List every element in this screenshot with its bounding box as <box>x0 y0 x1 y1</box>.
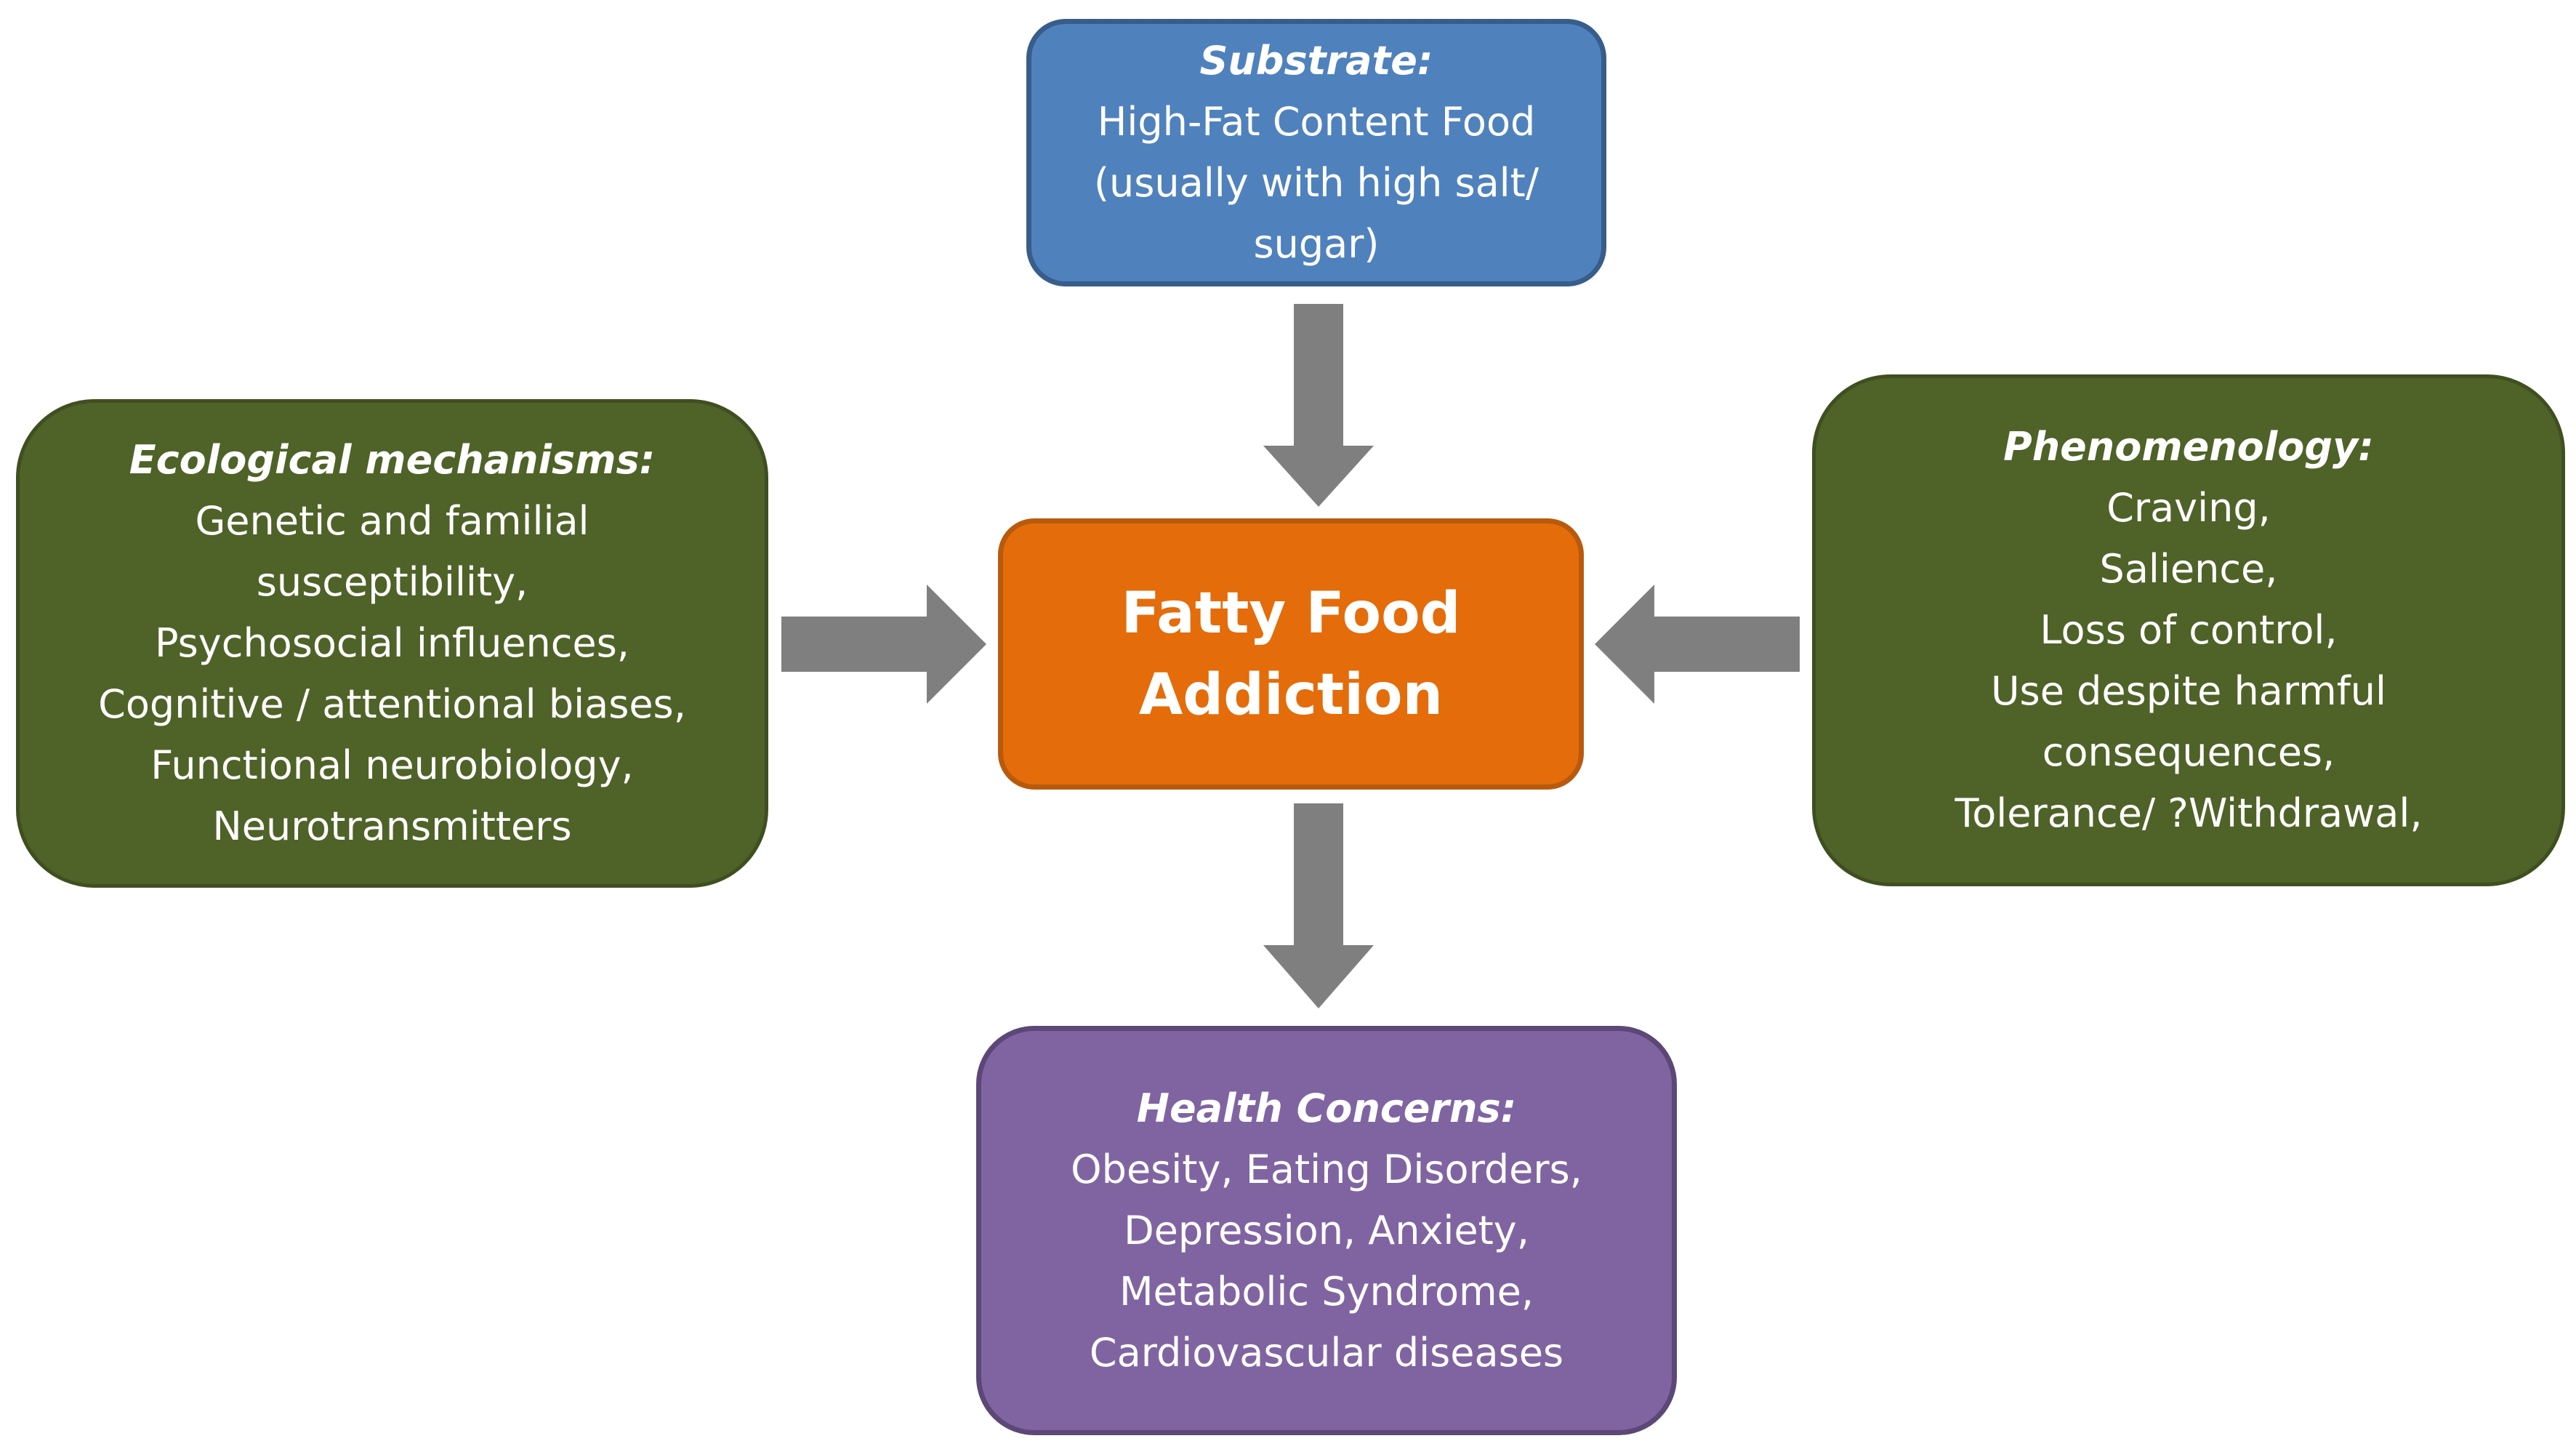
substrate-heading: Substrate: <box>1199 38 1433 84</box>
phenomenology-line: Use despite harmful <box>1991 668 2386 714</box>
arrow-phenomenology-to-center <box>1595 585 1800 704</box>
ecological-line: Cognitive / attentional biases, <box>98 681 686 727</box>
ecological-line: Functional neurobiology, <box>150 742 634 788</box>
phenomenology-line: Craving, <box>2106 485 2271 531</box>
ecological-heading: Ecological mechanisms: <box>129 437 656 483</box>
phenomenology-heading: Phenomenology: <box>2003 424 2374 470</box>
substrate-line: High-Fat Content Food <box>1097 99 1536 145</box>
ecological-line: Neurotransmitters <box>212 803 572 849</box>
health-concerns-box: Health Concerns: Obesity, Eating Disorde… <box>976 1026 1677 1435</box>
center-title-line: Fatty Food <box>1121 580 1461 646</box>
phenomenology-line: Salience, <box>2099 546 2278 592</box>
ecological-line: Genetic and familial <box>195 498 589 544</box>
phenomenology-line: consequences, <box>2042 729 2335 775</box>
substrate-line: (usually with high salt/ <box>1093 160 1539 206</box>
health-line: Cardiovascular diseases <box>1089 1329 1564 1376</box>
phenomenology-box: Phenomenology: Craving, Salience, Loss o… <box>1812 374 2565 886</box>
fatty-food-addiction-box: Fatty Food Addiction <box>998 518 1584 790</box>
arrow-ecological-to-center <box>781 585 986 704</box>
center-title-line: Addiction <box>1138 662 1444 728</box>
ecological-line: susceptibility, <box>256 559 528 605</box>
substrate-box: Substrate: High-Fat Content Food (usuall… <box>1026 19 1606 286</box>
phenomenology-line: Tolerance/ ?Withdrawal, <box>1955 790 2423 836</box>
arrow-center-to-health <box>1263 803 1374 1008</box>
ecological-line: Psychosocial influences, <box>155 620 629 666</box>
phenomenology-line: Loss of control, <box>2040 607 2338 653</box>
arrow-substrate-to-center <box>1263 304 1374 507</box>
substrate-line: sugar) <box>1253 221 1380 267</box>
health-line: Metabolic Syndrome, <box>1119 1268 1534 1314</box>
ecological-mechanisms-box: Ecological mechanisms: Genetic and famil… <box>16 399 768 888</box>
health-line: Obesity, Eating Disorders, <box>1071 1146 1582 1192</box>
health-line: Depression, Anxiety, <box>1124 1207 1529 1253</box>
health-heading: Health Concerns: <box>1136 1085 1517 1131</box>
